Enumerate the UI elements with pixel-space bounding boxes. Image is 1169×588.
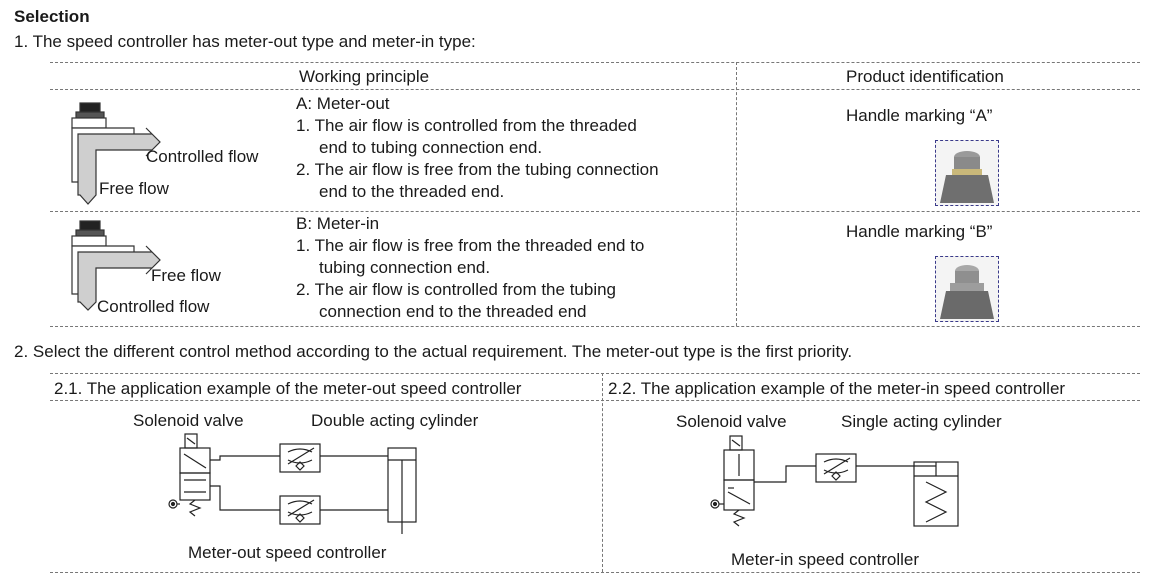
table-bottom-rule xyxy=(50,326,1140,327)
rowA-title: A: Meter-out xyxy=(296,94,390,113)
meter-out-fitting-icon xyxy=(71,102,161,205)
rowB-title: B: Meter-in xyxy=(296,214,380,233)
example-2-caption: Meter-in speed controller xyxy=(731,550,920,569)
rowB-line-3: 2. The air flow is controlled from the t… xyxy=(296,280,617,299)
examples-top-rule xyxy=(50,373,1140,374)
examples-header-rule xyxy=(50,400,1140,401)
rowB-free-flow-label: Free flow xyxy=(151,266,221,285)
example-1-caption: Meter-out speed controller xyxy=(188,543,387,562)
example-2-cylinder-label: Single acting cylinder xyxy=(841,412,1002,431)
handle-b-photo xyxy=(935,256,999,322)
handle-b-shape xyxy=(940,265,994,319)
rowA-free-flow-label: Free flow xyxy=(99,179,169,198)
example-1-title: 2.1. The application example of the mete… xyxy=(54,379,522,398)
rowB-line-4: connection end to the threaded end xyxy=(319,302,587,321)
rowB-line-1: 1. The air flow is free from the threade… xyxy=(296,236,645,255)
rowA-controlled-flow-label: Controlled flow xyxy=(146,147,259,166)
example-1-cylinder-label: Double acting cylinder xyxy=(311,411,479,430)
handle-a-shape xyxy=(940,151,994,203)
table-column-divider xyxy=(736,62,737,326)
rowA-line-1: 1. The air flow is controlled from the t… xyxy=(296,116,637,135)
table-header-rule xyxy=(50,89,1140,90)
example-2-valve-label: Solenoid valve xyxy=(676,412,787,431)
meter-out-circuit-diagram xyxy=(168,433,417,534)
meter-in-circuit-diagram xyxy=(710,435,959,527)
table-row-rule xyxy=(50,211,1140,212)
table-top-rule xyxy=(50,62,1140,63)
column-header-working-principle: Working principle xyxy=(299,67,430,86)
column-header-product-identification: Product identification xyxy=(846,67,1004,86)
rowB-line-2: tubing connection end. xyxy=(319,258,491,277)
rowA-line-4: end to the threaded end. xyxy=(319,182,505,201)
rowA-line-3: 2. The air flow is free from the tubing … xyxy=(296,160,659,179)
examples-column-divider xyxy=(602,373,603,572)
example-2-title: 2.2. The application example of the mete… xyxy=(608,379,1066,398)
rowB-handle-marking: Handle marking “B” xyxy=(846,222,993,241)
rowA-handle-marking: Handle marking “A” xyxy=(846,106,993,125)
examples-bottom-rule xyxy=(50,572,1140,573)
rowA-line-2: end to tubing connection end. xyxy=(319,138,543,157)
item-1-text: 1. The speed controller has meter-out ty… xyxy=(14,32,476,51)
example-1-valve-label: Solenoid valve xyxy=(133,411,244,430)
item-2-text: 2. Select the different control method a… xyxy=(14,342,853,361)
meter-in-fitting-icon xyxy=(71,220,161,311)
section-heading: Selection xyxy=(14,7,90,26)
rowB-controlled-flow-label: Controlled flow xyxy=(97,297,210,316)
handle-a-photo xyxy=(935,140,999,206)
